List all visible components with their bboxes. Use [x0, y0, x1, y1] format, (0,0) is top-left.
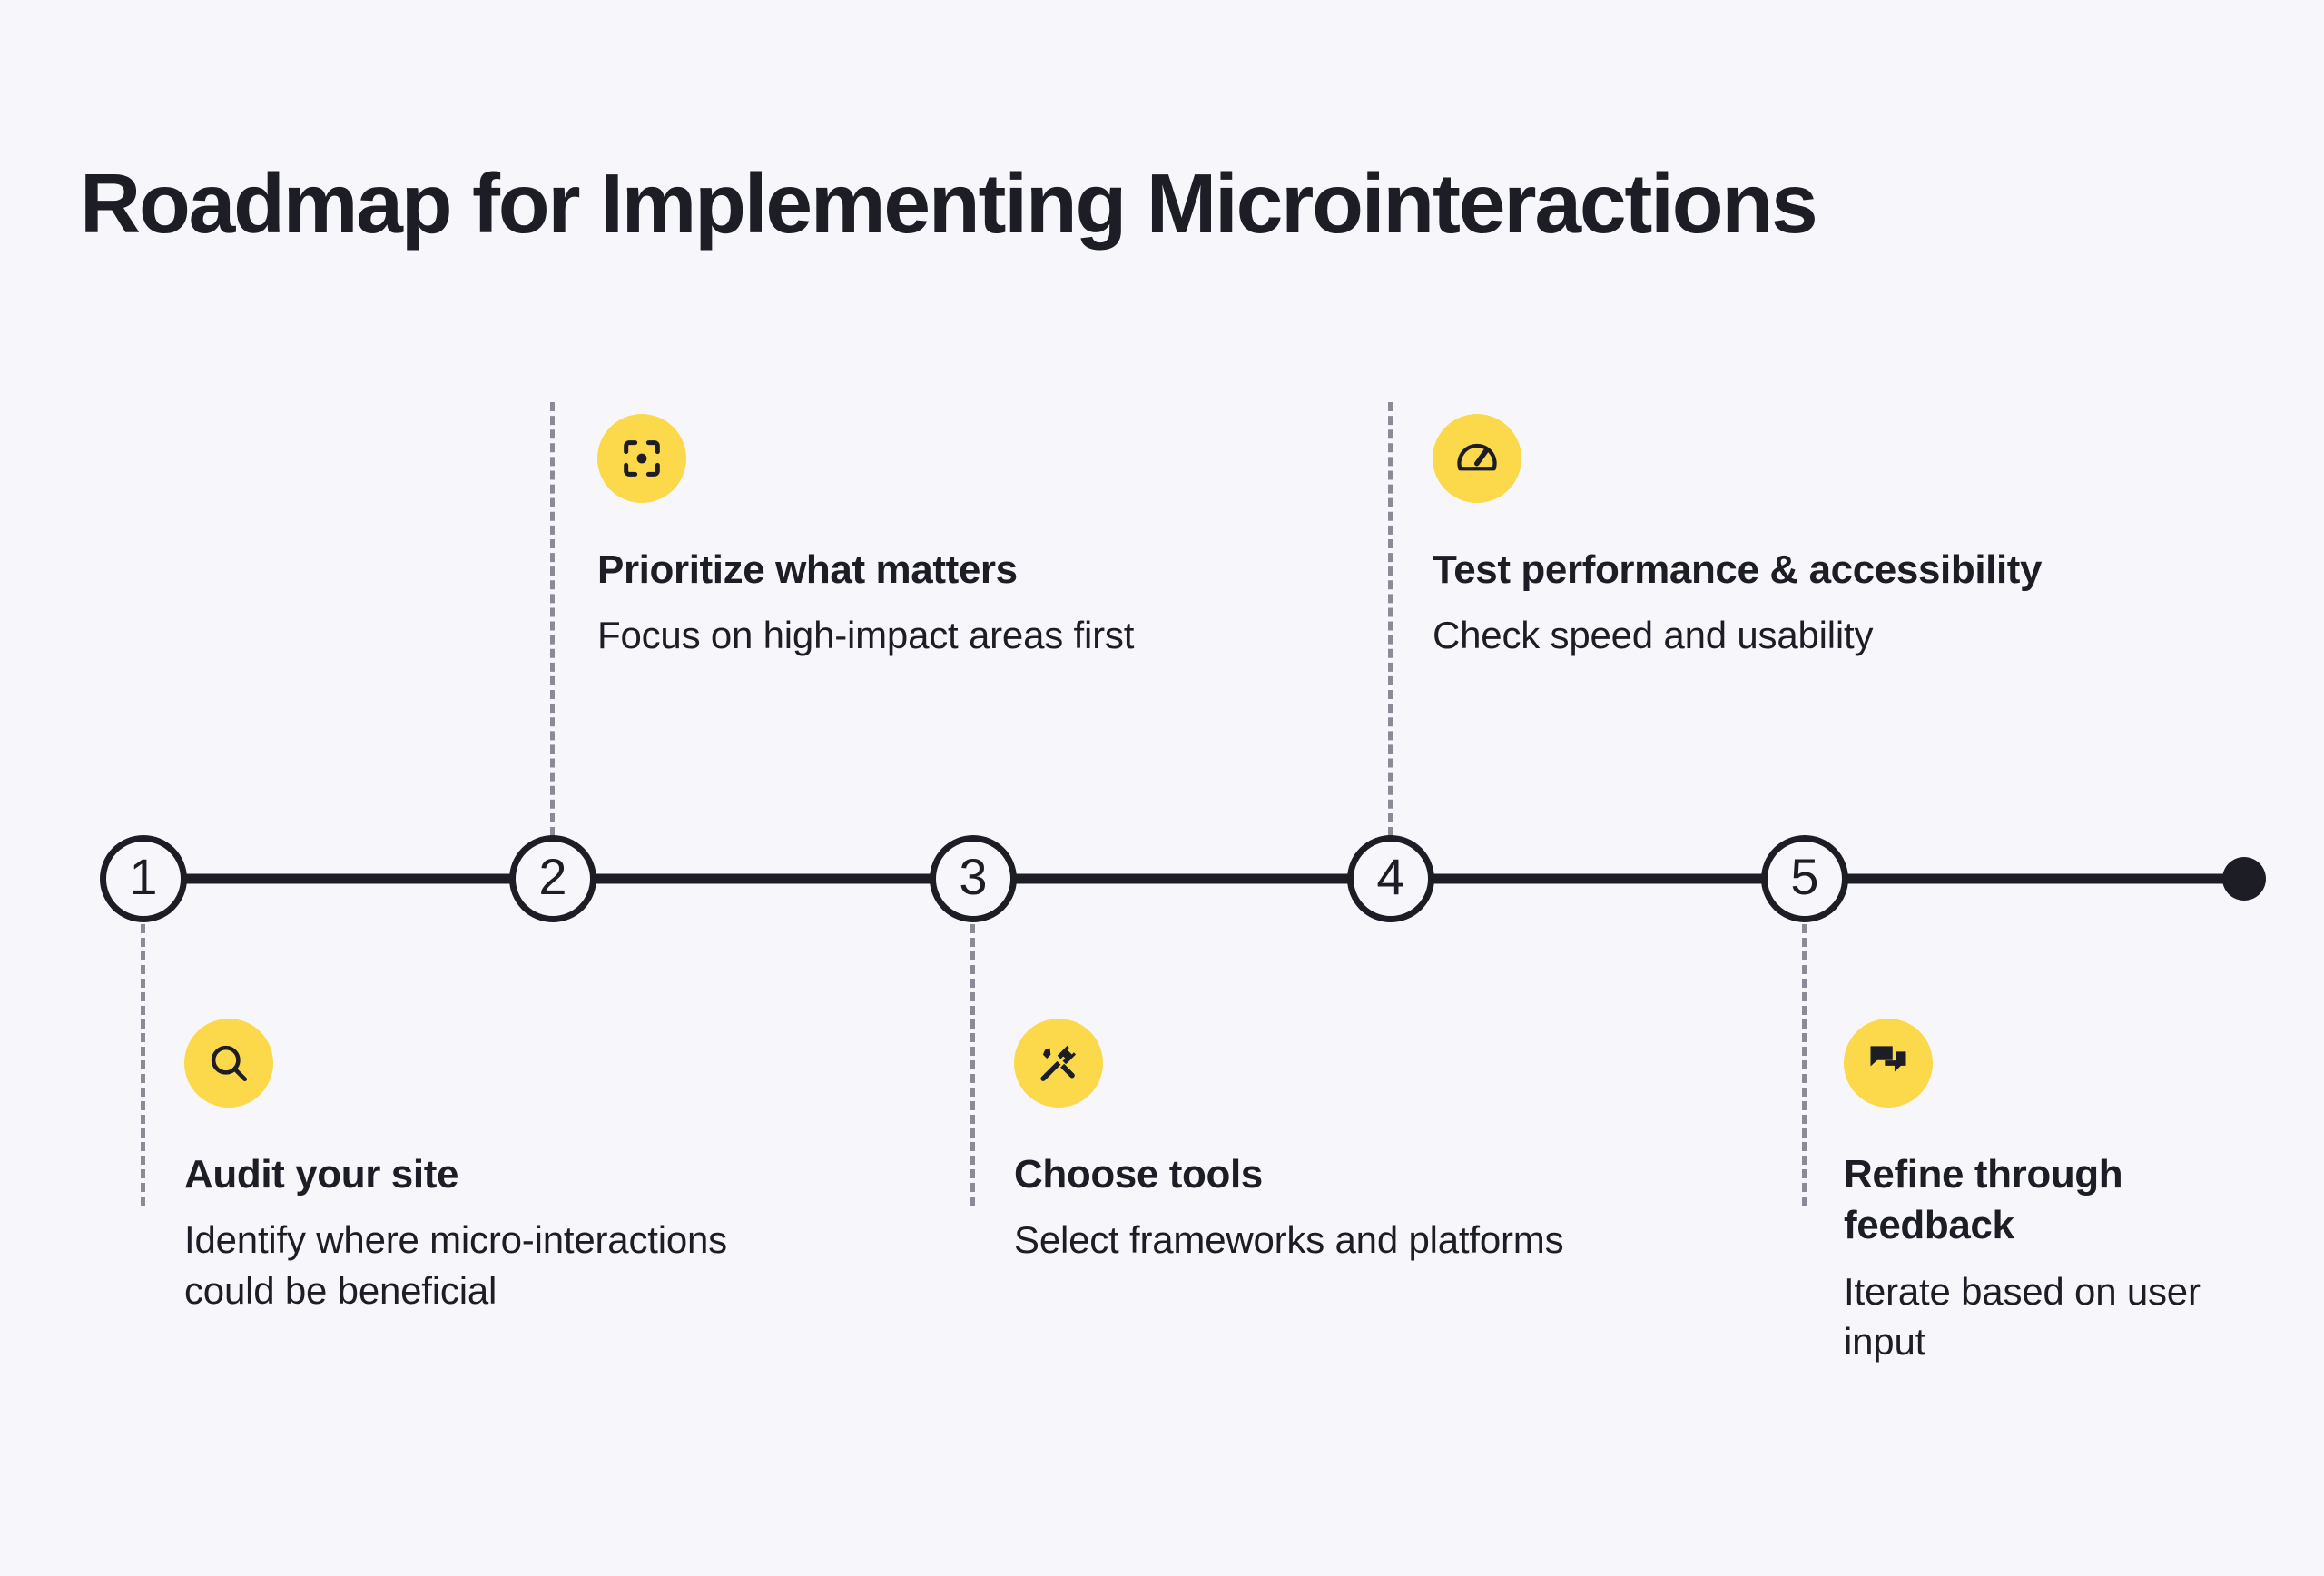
- center-focus-icon: [597, 414, 686, 503]
- connector-dash-step-3: [970, 924, 975, 1206]
- connector-dash-step-4: [1388, 402, 1393, 836]
- step-block-1[interactable]: Audit your site Identify where micro-int…: [184, 1019, 756, 1315]
- step-block-4[interactable]: Test performance & accessibility Check s…: [1433, 414, 2095, 661]
- step-block-5[interactable]: Refine through feedback Iterate based on…: [1844, 1019, 2261, 1367]
- timeline-node-1[interactable]: 1: [100, 835, 187, 922]
- step-title-2: Prioritize what matters: [597, 547, 1018, 592]
- timeline-node-5[interactable]: 5: [1761, 835, 1848, 922]
- timeline-node-3[interactable]: 3: [930, 835, 1017, 922]
- step-description-2: Focus on high-impact areas first: [597, 614, 1135, 657]
- node-number-2: 2: [538, 848, 567, 905]
- node-number-4: 4: [1376, 848, 1405, 905]
- page-title: Roadmap for Implementing Microinteractio…: [80, 156, 1818, 251]
- timeline-end-dot: [2222, 857, 2266, 901]
- forum-icon: [1844, 1019, 1933, 1108]
- step-block-3[interactable]: Choose tools Select frameworks and platf…: [1014, 1019, 1595, 1266]
- connector-dash-step-2: [550, 402, 555, 836]
- step-title-1: Audit your site: [184, 1152, 459, 1197]
- node-number-5: 5: [1790, 848, 1819, 905]
- speedometer-icon: [1433, 414, 1521, 503]
- node-number-1: 1: [129, 848, 158, 905]
- tools-icon: [1014, 1019, 1103, 1108]
- step-block-2[interactable]: Prioritize what matters Focus on high-im…: [597, 414, 1178, 661]
- step-description-4: Check speed and usability: [1433, 614, 1874, 657]
- search-icon: [184, 1019, 273, 1108]
- step-description-3: Select frameworks and platforms: [1014, 1218, 1564, 1262]
- step-title-4: Test performance & accessibility: [1433, 547, 2043, 592]
- step-title-5: Refine through feedback: [1844, 1152, 2123, 1248]
- step-title-3: Choose tools: [1014, 1152, 1263, 1197]
- node-number-3: 3: [959, 848, 988, 905]
- connector-dash-step-5: [1802, 924, 1807, 1206]
- step-description-1: Identify where micro-interactions could …: [184, 1218, 727, 1312]
- connector-dash-step-1: [141, 924, 145, 1206]
- timeline-node-4[interactable]: 4: [1347, 835, 1434, 922]
- step-description-5: Iterate based on user input: [1844, 1269, 2201, 1364]
- timeline-node-2[interactable]: 2: [509, 835, 596, 922]
